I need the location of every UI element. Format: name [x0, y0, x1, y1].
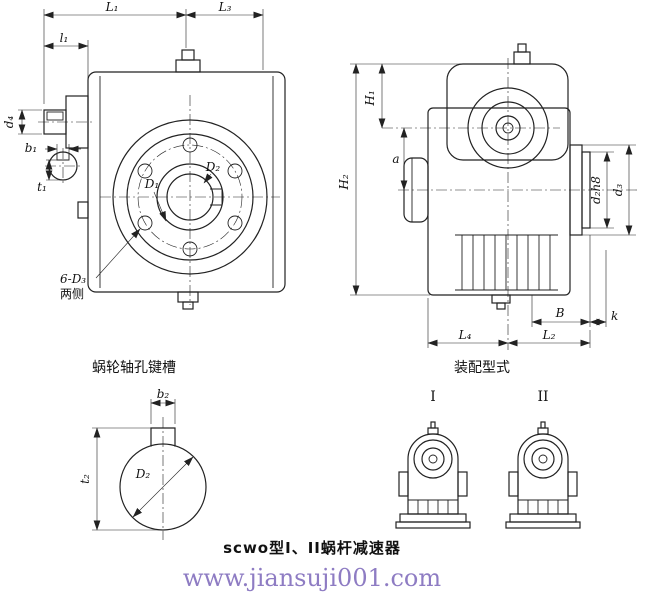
assembly-ii-fins — [527, 500, 559, 514]
front-view-caption: 蜗轮轴孔键槽 — [92, 360, 176, 376]
dim-L4: L₄ — [458, 328, 472, 342]
leader-D2 — [203, 173, 213, 184]
dim-d3: d₃ — [611, 184, 625, 197]
leader-D1 — [153, 191, 167, 222]
drawing-title: scwo型I、II蜗杆减速器 — [223, 539, 401, 557]
dim-L1: L₁ — [105, 0, 119, 14]
dim-k: k — [611, 309, 618, 323]
dim-L2: L₂ — [542, 328, 556, 342]
dim-D2: D₂ — [205, 160, 221, 174]
dim-t2: t₂ — [78, 474, 92, 484]
assembly-label-2: II — [537, 389, 548, 405]
keyway-extension-lines — [92, 399, 176, 531]
side-housing — [382, 43, 640, 350]
dim-D1: D₁ — [144, 177, 159, 191]
assembly-type-i: I — [395, 389, 471, 529]
note-6D3: 6-D₃ — [60, 272, 86, 286]
side-view-caption: 装配型式 — [454, 360, 510, 376]
dim-D2-keyway: D₂ — [135, 467, 151, 481]
front-housing — [77, 49, 286, 310]
fin-lines — [461, 235, 551, 290]
dim-b2: b₂ — [157, 387, 170, 401]
dim-B: B — [555, 306, 565, 320]
dim-H2: H₂ — [337, 174, 351, 190]
assembly-i-fins — [417, 500, 449, 514]
dim-t1: t₁ — [37, 180, 47, 194]
assembly-type-ii: II — [505, 389, 581, 529]
keyway-D2-dimline — [132, 456, 194, 518]
front-input-shaft — [38, 95, 94, 184]
dim-b1: b₁ — [25, 141, 38, 155]
keyway-detail: b₂ t₂ D₂ — [78, 387, 207, 540]
front-view: L₁ L₃ l₁ d₄ b₁ t₁ — [2, 0, 286, 376]
front-flange — [100, 95, 280, 305]
dim-d2h8: d₂h8 — [589, 176, 603, 204]
dim-d4: d₄ — [2, 116, 16, 129]
website-text: www.jiansuji001.com — [183, 564, 442, 592]
leader-6D3 — [95, 228, 141, 279]
side-view: H₂ H₁ a d₂h8 d₃ B k L₄ L₂ 装配型式 — [337, 43, 640, 376]
note-6D3-sides: 两侧 — [60, 287, 84, 301]
dim-a: a — [392, 152, 399, 166]
dim-L3: L₃ — [218, 0, 232, 14]
assembly-label-1: I — [430, 389, 436, 405]
side-dimension-lines — [352, 63, 633, 347]
dim-H1: H₁ — [363, 90, 377, 106]
dim-l1: l₁ — [60, 31, 69, 45]
